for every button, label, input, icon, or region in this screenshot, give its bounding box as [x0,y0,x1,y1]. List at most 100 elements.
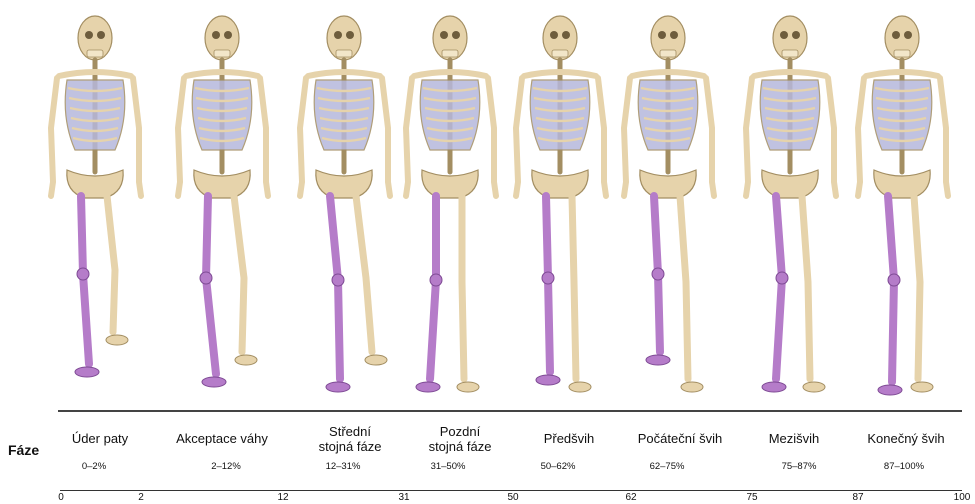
left-arm [516,78,522,196]
jaw [660,50,676,57]
axis-tick-label: 87 [852,492,863,503]
axis-tick-label: 0 [58,492,64,503]
right-arm [706,78,714,196]
phase-label-terminal-stance: Pozdní stojná fáze [410,424,510,454]
support-leg [802,196,810,379]
phase-label-loading-response: Akceptace váhy [163,431,281,446]
axis-tick-label: 75 [746,492,757,503]
right-arm [598,78,606,196]
highlighted-knee [200,272,212,284]
skeleton-figure [51,16,141,377]
highlighted-foot [326,382,350,392]
highlighted-foot [536,375,560,385]
skeleton-figure [300,16,390,392]
jaw [552,50,568,57]
phase-range: 31–50% [418,461,478,472]
phase-range: 75–87% [769,461,829,472]
axis-tick-label: 31 [398,492,409,503]
axis-tick-label: 62 [625,492,636,503]
jaw [442,50,458,57]
phase-label-mid-swing: Mezišvih [756,431,832,446]
highlighted-knee [430,274,442,286]
right-arm [940,78,948,196]
skeleton-figures [0,0,975,412]
phase-range: 12–31% [313,461,373,472]
right-arm [382,78,390,196]
phase-label-terminal-swing: Konečný švih [851,431,961,446]
axis-tick-label: 12 [277,492,288,503]
support-foot [803,382,825,392]
phase-label-initial-swing: Počáteční švih [622,431,738,446]
skeleton-figure [858,16,948,395]
axis-tick-label: 2 [138,492,144,503]
phase-range: 0–2% [64,461,124,472]
jaw [336,50,352,57]
skeleton-figure [624,16,714,392]
phase-range: 50–62% [528,461,588,472]
left-arm [858,78,864,196]
jaw [214,50,230,57]
axis-tick-label: 100 [954,492,971,503]
jaw [87,50,103,57]
phase-label-pre-swing: Předšvih [524,431,614,446]
left-arm [300,78,306,196]
phase-range: 2–12% [196,461,256,472]
eye-socket [780,31,788,39]
eye-socket [550,31,558,39]
eye-socket [904,31,912,39]
support-foot [106,335,128,345]
eye-socket [792,31,800,39]
highlighted-leg [888,196,894,382]
divider-line [58,410,962,412]
right-arm [133,78,141,196]
highlighted-foot [416,382,440,392]
eye-socket [212,31,220,39]
highlighted-foot [762,382,786,392]
eye-socket [346,31,354,39]
support-foot [457,382,479,392]
left-arm [406,78,412,196]
eye-socket [334,31,342,39]
skeleton-figure [746,16,836,392]
highlighted-leg [430,196,436,379]
highlighted-knee [542,272,554,284]
phase-label-heel-strike: Úder paty [58,431,142,446]
highlighted-knee [888,274,900,286]
support-leg [572,196,576,379]
skeleton-figure [178,16,268,387]
axis-tick-label: 50 [507,492,518,503]
highlighted-foot [878,385,902,395]
phase-label-mid-stance: Střední stojná fáze [300,424,400,454]
eye-socket [892,31,900,39]
left-arm [746,78,752,196]
eye-socket [85,31,93,39]
support-foot [365,355,387,365]
highlighted-foot [202,377,226,387]
jaw [782,50,798,57]
highlighted-leg [330,196,340,379]
eye-socket [562,31,570,39]
eye-socket [670,31,678,39]
support-foot [911,382,933,392]
support-leg [680,196,688,379]
skeleton-figure [516,16,606,392]
percent-axis-line [60,490,962,491]
phase-range: 87–100% [869,461,939,472]
highlighted-knee [77,268,89,280]
highlighted-knee [776,272,788,284]
support-leg [356,196,372,352]
support-foot [235,355,257,365]
eye-socket [452,31,460,39]
highlighted-leg [776,196,782,379]
phase-row-label: Fáze [8,442,39,458]
support-leg [234,196,244,352]
left-arm [178,78,184,196]
support-leg [914,196,920,379]
left-arm [624,78,630,196]
left-arm [51,78,57,196]
highlighted-knee [332,274,344,286]
highlighted-leg [206,196,216,374]
support-foot [569,382,591,392]
highlighted-foot [75,367,99,377]
